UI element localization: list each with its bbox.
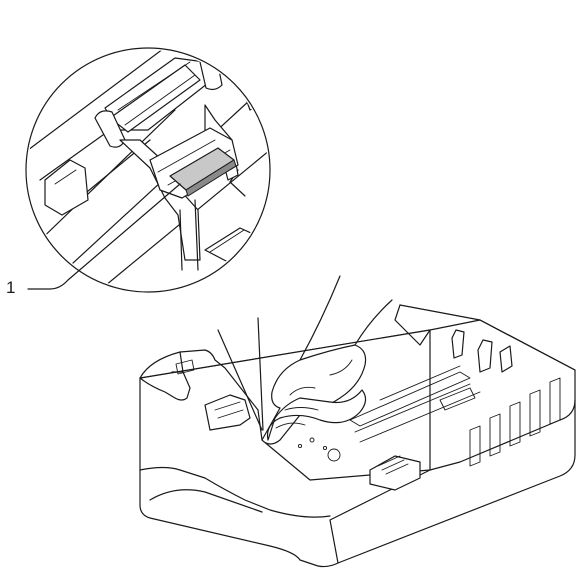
hand-with-cloth [261,275,393,445]
callout-number-label: 1 [6,278,16,297]
callout-leader [27,183,181,290]
paper-tray [139,304,576,568]
zoom-circle [25,47,271,431]
